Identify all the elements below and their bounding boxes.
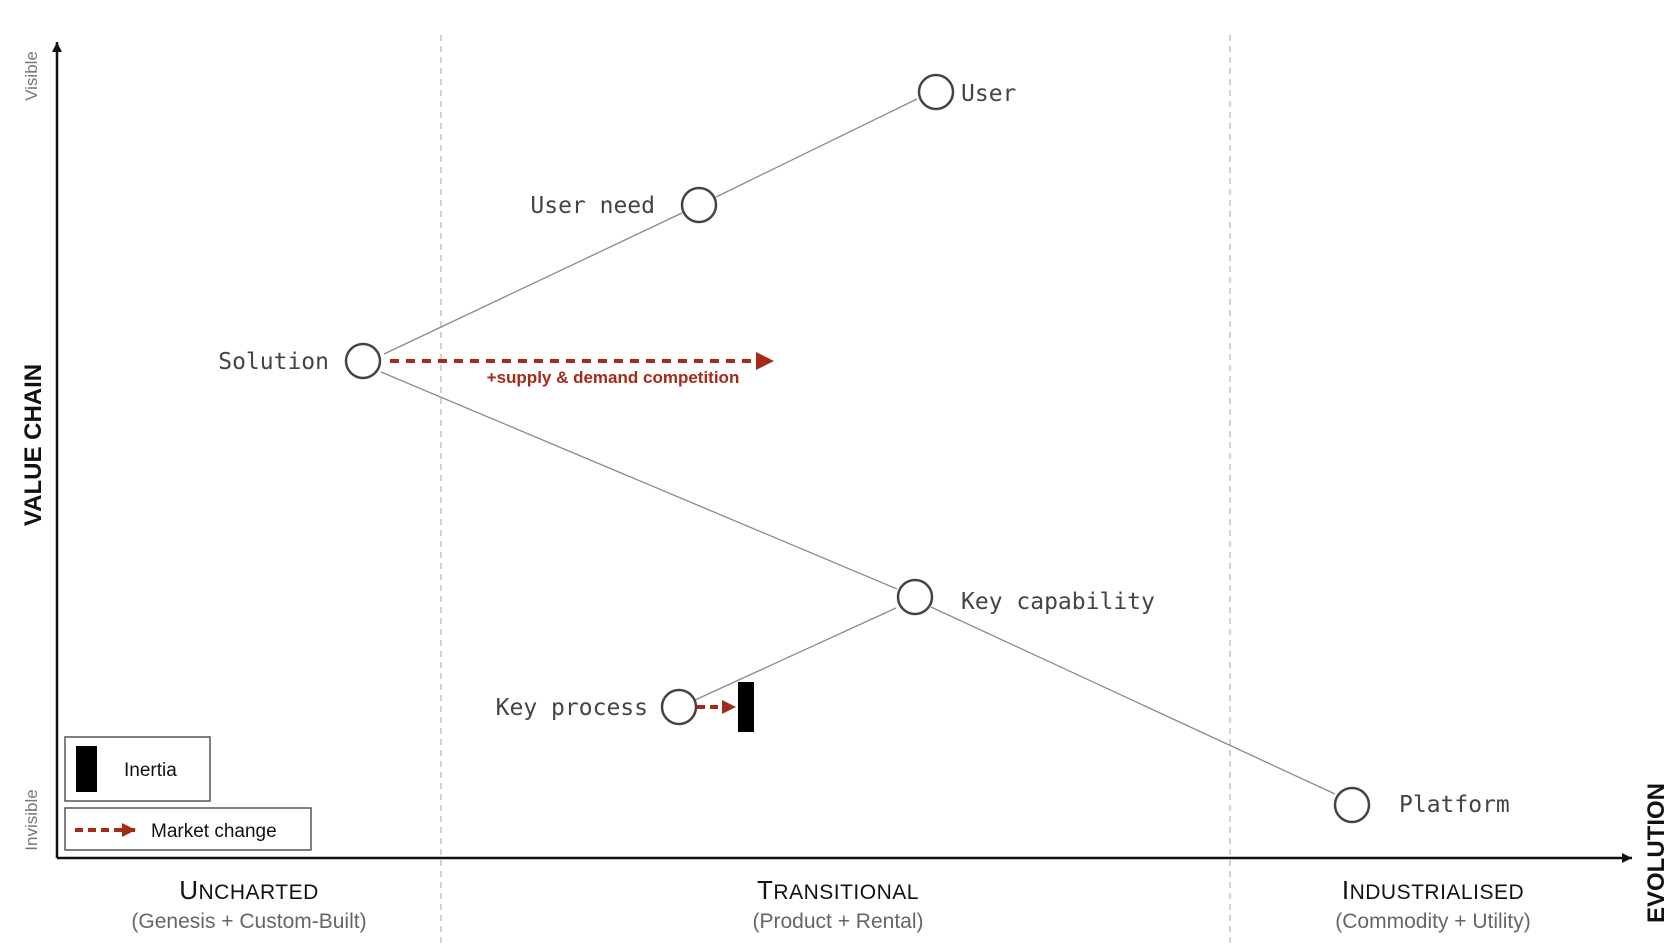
phase-transitional-subtitle: (Product + Rental) <box>753 910 924 933</box>
phase-uncharted-title: UNCHARTED <box>179 875 319 905</box>
component-solution-node[interactable] <box>344 342 382 380</box>
component-key-process[interactable]: Key process <box>496 688 698 726</box>
market-change-label: +supply & demand competition <box>487 368 740 387</box>
component-key-capability-node[interactable] <box>896 578 934 616</box>
component-user-need-node[interactable] <box>680 186 718 224</box>
link-key-capability-to-key-process <box>694 607 897 701</box>
component-user-need[interactable]: User need <box>530 186 718 224</box>
legend-inertia-label: Inertia <box>124 760 177 781</box>
legend-market-change-label: Market change <box>151 821 277 842</box>
y-axis-top-label: Visible <box>22 51 41 101</box>
x-axis-title: EVOLUTION <box>1643 783 1670 923</box>
component-solution[interactable]: Solution <box>218 342 382 380</box>
component-key-process-node[interactable] <box>660 688 698 726</box>
component-platform-node[interactable] <box>1333 786 1371 824</box>
inertia-bar <box>738 682 754 732</box>
y-axis-title: VALUE CHAIN <box>20 364 47 526</box>
phase-transitional-title: TRANSITIONAL <box>757 875 919 905</box>
component-user[interactable]: User <box>917 73 1016 111</box>
phase-industrialised-title: INDUSTRIALISED <box>1342 875 1524 905</box>
link-solution-to-key-capability <box>380 371 898 590</box>
legend: Inertia Market change <box>64 736 312 851</box>
link-user-to-user-need <box>715 98 918 198</box>
link-key-capability-to-platform <box>930 606 1336 795</box>
component-platform-label: Platform <box>1399 792 1510 818</box>
component-key-capability-label: Key capability <box>961 589 1155 615</box>
phase-industrialised-subtitle: (Commodity + Utility) <box>1335 910 1530 933</box>
link-user-need-to-solution <box>383 212 683 355</box>
phase-uncharted-subtitle: (Genesis + Custom-Built) <box>131 910 366 933</box>
component-solution-label: Solution <box>218 349 329 375</box>
component-key-process-label: Key process <box>496 695 648 721</box>
component-user-node[interactable] <box>917 73 955 111</box>
legend-inertia-icon <box>76 746 97 792</box>
component-user-need-label: User need <box>530 193 655 219</box>
component-user-label: User <box>961 81 1016 107</box>
component-key-capability[interactable]: Key capability <box>896 578 1155 616</box>
component-platform[interactable]: Platform <box>1333 786 1510 824</box>
y-axis-bottom-label: Invisible <box>22 789 41 850</box>
